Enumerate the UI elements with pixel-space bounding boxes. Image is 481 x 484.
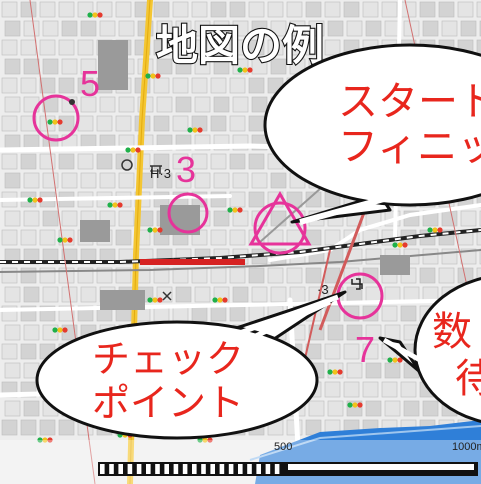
address-label: ·3 [317,282,329,297]
start-finish-callout: スタート フィニッシュ [263,43,481,225]
start-finish-line-1: スタート [338,79,481,125]
shrine-address-label: Ħ·3 [150,166,171,181]
marker-3-label: 3 [176,149,196,190]
marker-5-center-icon [69,99,75,105]
start-finish-marker[interactable] [248,191,312,255]
map-title: 地図の例 [156,21,324,70]
post-office-icon [121,159,133,171]
marker-7-label: 7 [355,329,375,370]
scale-bar [98,462,478,476]
checkpoint-marker-5[interactable] [32,94,80,142]
checkpoint-marker-3[interactable] [167,192,209,234]
manji-icon [351,278,363,290]
map-symbols [121,159,363,301]
scale-label-1000: 1000m [452,441,481,453]
checkpoint-line-1: チェック [92,337,244,381]
station-platform [140,259,245,265]
large-buildings [80,40,410,310]
number-wait-line-2: 待 [455,356,481,402]
start-finish-line-2: フィニッシュ [338,124,481,170]
traffic-signals [27,12,443,443]
number-wait-line-1: 数 [432,309,472,355]
marker-5-label: 5 [80,63,100,104]
checkpoint-line-2: ポイント [92,381,244,425]
number-wait-callout: 数 待 [378,277,481,423]
checkpoint-callout: チェック ポイント [35,290,347,440]
scale-label-500: 500 [274,441,292,453]
police-box-icon [162,291,172,301]
torii-icon [150,165,162,174]
